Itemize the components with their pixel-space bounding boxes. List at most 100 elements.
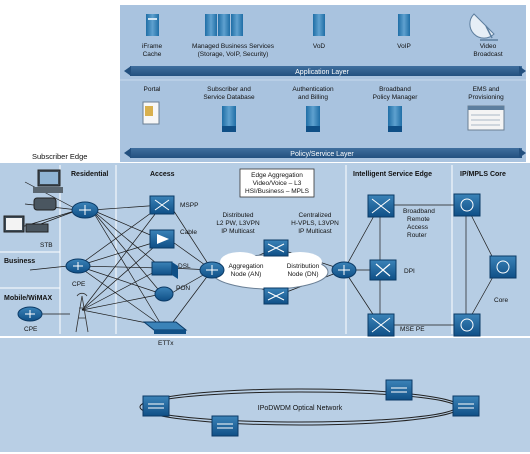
mspp-switch-icon bbox=[149, 195, 175, 215]
policy-layer-label: Policy/Service Layer bbox=[290, 151, 354, 158]
pon-olt-icon bbox=[154, 286, 174, 302]
distributed-line-1: Distributed bbox=[222, 212, 253, 219]
arrow-right-icon bbox=[519, 148, 526, 158]
application-layer-label: Application Layer bbox=[295, 69, 349, 76]
dsl-label: DSL bbox=[178, 263, 191, 270]
optical-node-right-icon bbox=[452, 395, 480, 417]
distribution-node-label-1: Distribution bbox=[287, 263, 320, 270]
auth-billing-server-icon bbox=[306, 106, 320, 132]
bras-switch-icon bbox=[367, 194, 395, 218]
access-heading: Access bbox=[150, 171, 175, 178]
vod-label: VoD bbox=[313, 43, 326, 50]
arrow-left-icon bbox=[124, 148, 131, 158]
dpi-label: DPI bbox=[404, 268, 415, 275]
core-label: Core bbox=[494, 297, 508, 304]
video-broadcast-label-2: Broadcast bbox=[473, 51, 502, 58]
centralized-line-1: Centralized bbox=[299, 212, 332, 219]
business-cpe-router-icon bbox=[65, 258, 91, 274]
bras-label-2: Remote bbox=[407, 216, 430, 223]
satellite-dish-icon bbox=[469, 13, 498, 41]
section-dividers bbox=[0, 165, 453, 334]
cell-tower-icon bbox=[75, 292, 89, 333]
residential-heading: Residential bbox=[71, 171, 108, 178]
ems-label-2: Provisioning bbox=[468, 94, 504, 101]
bras-label-4: Router bbox=[407, 232, 427, 239]
ems-window-icon bbox=[467, 105, 505, 131]
subscriber-edge-label: Subscriber Edge bbox=[32, 152, 87, 161]
mspp-label: MSPP bbox=[180, 202, 198, 209]
subscriber-db-label-1: Subscriber and bbox=[207, 86, 251, 93]
edge-aggregation-line-2: Video/Voice – L3 bbox=[253, 180, 302, 187]
optical-network-label: IPoDWDM Optical Network bbox=[258, 405, 343, 412]
centralized-line-2: H-VPLS, L3VPN bbox=[291, 220, 339, 227]
iframe-cache-label-1: iFrame bbox=[142, 43, 163, 50]
iframe-cache-label-2: Cache bbox=[143, 51, 162, 58]
distribution-switch-bottom-icon bbox=[263, 287, 289, 305]
iframe-cache-server-icon bbox=[146, 14, 159, 36]
ems-label-1: EMS and bbox=[473, 86, 500, 93]
mobile-cpe-router-icon bbox=[17, 306, 43, 322]
managed-services-server-icon bbox=[205, 14, 243, 36]
policy-manager-server-icon bbox=[388, 106, 402, 132]
tv-icon bbox=[3, 215, 25, 233]
optical-node-left-icon bbox=[142, 395, 170, 417]
business-cpe-label: CPE bbox=[72, 281, 86, 288]
voip-label: VoIP bbox=[397, 43, 411, 50]
aggregation-node-label-1: Aggregation bbox=[228, 263, 263, 270]
optical-panel-background bbox=[0, 338, 530, 452]
dpi-appliance-icon bbox=[369, 259, 397, 281]
mobile-cpe-label: CPE bbox=[24, 326, 38, 333]
distributed-line-2: L2 PW, L3VPN bbox=[216, 220, 260, 227]
set-top-box-icon bbox=[25, 223, 49, 233]
distributed-line-3: IP Multicast bbox=[221, 228, 255, 235]
bras-label-3: Access bbox=[407, 224, 429, 231]
policy-manager-label-2: Policy Manager bbox=[373, 94, 419, 101]
auth-billing-label-2: and Billing bbox=[298, 94, 328, 101]
core-router-right-icon bbox=[489, 255, 517, 279]
ise-heading: Intelligent Service Edge bbox=[353, 171, 432, 178]
phone-icon bbox=[33, 197, 57, 211]
policy-layer-band bbox=[130, 148, 522, 158]
distribution-node-label-2: Node (DN) bbox=[287, 271, 318, 278]
aggregation-node-label-2: Node (AN) bbox=[231, 271, 262, 278]
auth-billing-label-1: Authentication bbox=[292, 86, 334, 93]
edge-aggregation-line-1: Edge Aggregation bbox=[251, 172, 303, 179]
application-layer-band bbox=[130, 66, 522, 76]
portal-label: Portal bbox=[144, 86, 162, 93]
computer-icon bbox=[33, 169, 63, 193]
voip-server-icon bbox=[398, 14, 410, 36]
optical-node-top-icon bbox=[385, 379, 413, 401]
pon-label: PON bbox=[176, 285, 190, 292]
managed-services-label-2: (Storage, VoIP, Security) bbox=[198, 51, 269, 58]
portal-document-icon bbox=[142, 101, 160, 125]
mse-pe-label: MSE PE bbox=[400, 326, 425, 333]
business-heading: Business bbox=[4, 258, 35, 265]
edge-aggregation-box bbox=[239, 168, 315, 198]
cable-cmts-icon bbox=[149, 229, 175, 249]
ettx-label: ETTx bbox=[158, 340, 174, 347]
video-broadcast-label-1: Video bbox=[480, 43, 497, 50]
distribution-router-icon bbox=[331, 261, 357, 279]
policy-manager-label-1: Broadband bbox=[379, 86, 411, 93]
residential-router-icon bbox=[71, 201, 99, 219]
centralized-line-3: IP Multicast bbox=[298, 228, 332, 235]
aggregation-cloud bbox=[211, 252, 329, 290]
subscriber-db-server-icon bbox=[222, 106, 236, 132]
dslam-icon bbox=[151, 261, 178, 279]
core-heading: IP/MPLS Core bbox=[460, 171, 506, 178]
mobile-heading: Mobile/WiMAX bbox=[4, 295, 52, 302]
distribution-switch-top-icon bbox=[263, 239, 289, 257]
stb-label: STB bbox=[40, 242, 53, 249]
vod-server-icon bbox=[313, 14, 325, 36]
ettx-switch-icon bbox=[142, 321, 188, 334]
arrow-left-icon bbox=[124, 66, 131, 76]
aggregation-router-icon bbox=[199, 261, 225, 279]
bras-label-1: Broadband bbox=[403, 208, 435, 215]
core-router-top-icon bbox=[453, 193, 481, 217]
core-router-bottom-icon bbox=[453, 313, 481, 337]
edge-aggregation-line-3: HSI/Business – MPLS bbox=[245, 188, 310, 195]
cable-label: Cable bbox=[180, 229, 197, 236]
mse-pe-switch-icon bbox=[367, 313, 395, 337]
managed-services-label-1: Managed Business Services bbox=[192, 43, 275, 50]
